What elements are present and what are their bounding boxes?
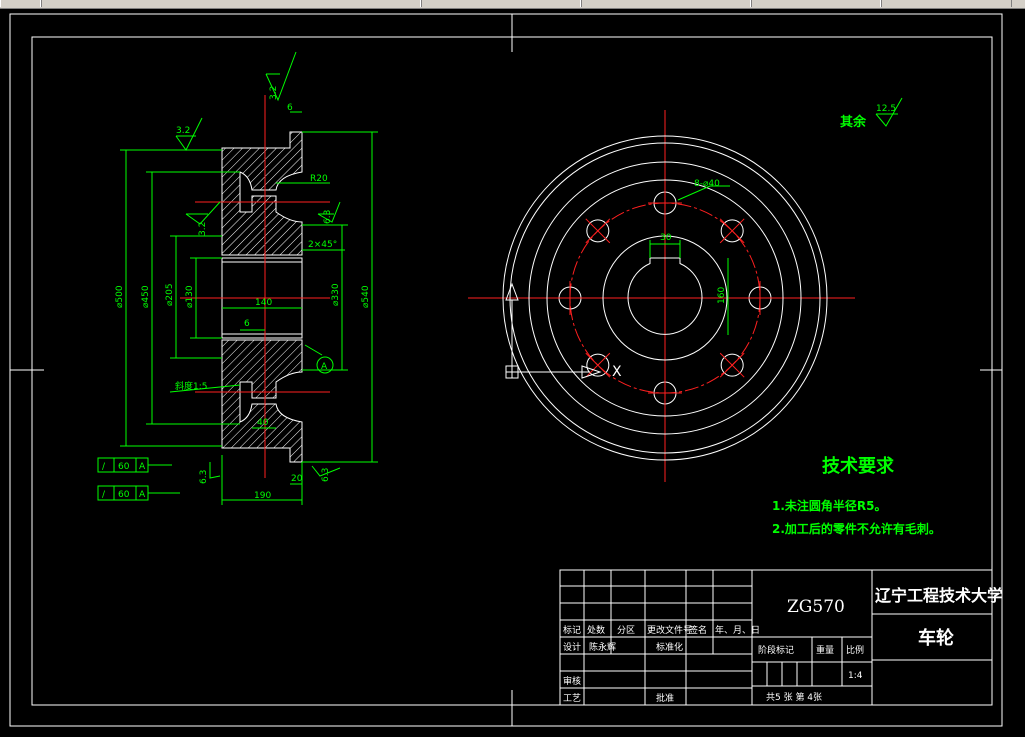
tb-process-label: 工艺 (563, 693, 581, 704)
front-dim-lines (649, 185, 730, 335)
roughness-value: 3.2 (176, 126, 190, 136)
tol1-value: 60 (118, 462, 130, 472)
toolbar-segment[interactable] (40, 0, 422, 7)
bolt-hole-centerline (585, 352, 611, 378)
notes-heading: 技术要求 (822, 455, 895, 477)
tb-ratio-label: 比例 (846, 644, 864, 656)
bolt-hole-centerline (585, 218, 611, 244)
bolt-hole-centerline (719, 352, 745, 378)
tb-header: 签名 (689, 624, 707, 636)
dim-w190: 190 (254, 491, 271, 501)
roughness-rest-value: 12.5 (876, 104, 896, 114)
tb-code: ZG570 (787, 597, 845, 617)
roughness-value: 3.2 (198, 222, 208, 236)
center-marks (10, 14, 1002, 726)
bolt-hole (720, 353, 744, 377)
title-block: 标记 处数 分区 更改文件号 签名 年、月、日 设计 陈永辉 标准化 审核 工艺… (559, 569, 1003, 706)
dim-d450: ⌀450 (141, 285, 151, 308)
tol2-value: 60 (118, 490, 130, 500)
dim-key-width: 30 (660, 233, 672, 243)
section-hatch-bottom (221, 339, 303, 463)
dim-w140: 140 (255, 298, 272, 308)
roughness-symbols (175, 51, 341, 479)
tb-weight-label: 重量 (816, 644, 834, 656)
toolbar-segment[interactable] (750, 0, 882, 7)
tb-standard-label: 标准化 (656, 641, 683, 653)
hub-circle (602, 235, 728, 361)
tb-part-name: 车轮 (918, 627, 954, 649)
tb-scale: 1:4 (848, 671, 863, 681)
tb-header: 处数 (587, 624, 605, 636)
toolbar-segment[interactable] (0, 0, 42, 7)
tolerance-frame-2 (97, 485, 180, 501)
tb-approve-label: 批准 (656, 692, 674, 704)
tb-header: 年、月、日 (715, 624, 760, 636)
tb-review-label: 审核 (563, 675, 581, 687)
dim-key-depth: 160 (717, 287, 727, 304)
tol1-ref: A (139, 462, 146, 472)
diameter-dimension-lines (120, 111, 378, 505)
toolbar-segment[interactable] (580, 0, 752, 7)
dim-w40: 40 (257, 418, 269, 428)
bolt-hole (720, 219, 744, 243)
keyed-bore (627, 257, 703, 335)
bolt-hole-centerline (719, 218, 745, 244)
notes-item-2: 2.加工后的零件不允许有毛刺。 (772, 521, 941, 536)
wheel-tread-circle (528, 161, 802, 435)
application-toolbar (0, 0, 1025, 9)
tb-design-label: 设计 (563, 641, 581, 653)
bolt-hole (586, 219, 610, 243)
tol2-symbol: ∕ (102, 490, 106, 500)
roughness-rest-label: 其余 (840, 114, 867, 130)
dim-d330: ⌀330 (331, 283, 341, 306)
dim-d205: ⌀205 (165, 283, 175, 306)
roughness-value: 3.2 (269, 86, 279, 100)
tb-designer: 陈永辉 (589, 641, 616, 653)
drawing-canvas[interactable]: ⌀500 ⌀450 ⌀205 ⌀130 ⌀330 ⌀540 140 190 20… (0, 8, 1025, 733)
dim-w6-top: 6 (287, 103, 293, 113)
wheel-outer-circle (502, 135, 828, 461)
toolbar-segment[interactable] (420, 0, 582, 7)
front-view: 8-⌀40 30 160 (468, 110, 855, 482)
dim-d130: ⌀130 (185, 285, 195, 308)
tb-header: 分区 (617, 625, 635, 636)
tb-sheet-info: 共5 张 第 4张 (766, 691, 822, 703)
notes-item-1: 1.未注圆角半径R5。 (772, 498, 887, 513)
dim-d540: ⌀540 (361, 285, 371, 308)
datum-label: A (321, 362, 328, 372)
section-hatch-top (221, 131, 303, 256)
toolbar-segment[interactable] (880, 0, 1012, 7)
drawing-svg: ⌀500 ⌀450 ⌀205 ⌀130 ⌀330 ⌀540 140 190 20… (9, 13, 1003, 727)
tb-school: 辽宁工程技术大学 (875, 586, 1003, 605)
bolt-hole (586, 353, 610, 377)
roughness-value: 6.3 (199, 470, 209, 484)
tb-stage-label: 阶段标记 (758, 644, 794, 656)
tb-header: 标记 (563, 624, 581, 636)
ucs-x-label: X (612, 364, 622, 380)
dim-d500: ⌀500 (115, 285, 125, 308)
tolerance-frame-1 (97, 457, 172, 473)
roughness-value: 6.3 (321, 468, 331, 482)
dim-w20: 20 (291, 474, 303, 484)
section-view: ⌀500 ⌀450 ⌀205 ⌀130 ⌀330 ⌀540 140 190 20… (97, 51, 378, 505)
tol1-symbol: ∕ (102, 462, 106, 472)
dim-chamfer: 2×45° (308, 240, 337, 250)
wheel-rim-circle (509, 142, 821, 454)
datum-circle (316, 356, 334, 374)
dim-r20: R20 (310, 174, 328, 184)
wheel-web-circle (546, 179, 784, 417)
tb-header: 更改文件号 (647, 624, 692, 636)
bolt-holes (553, 186, 777, 410)
roughness-value: 6.3 (323, 210, 333, 224)
dim-w6-mid: 6 (244, 319, 250, 329)
dim-holes: 8-⌀40 (694, 179, 720, 189)
roughness-rest-symbol (875, 97, 903, 127)
tol2-ref: A (139, 490, 146, 500)
ucs-icon (505, 282, 602, 379)
dim-taper: 斜度1:5 (175, 380, 208, 392)
